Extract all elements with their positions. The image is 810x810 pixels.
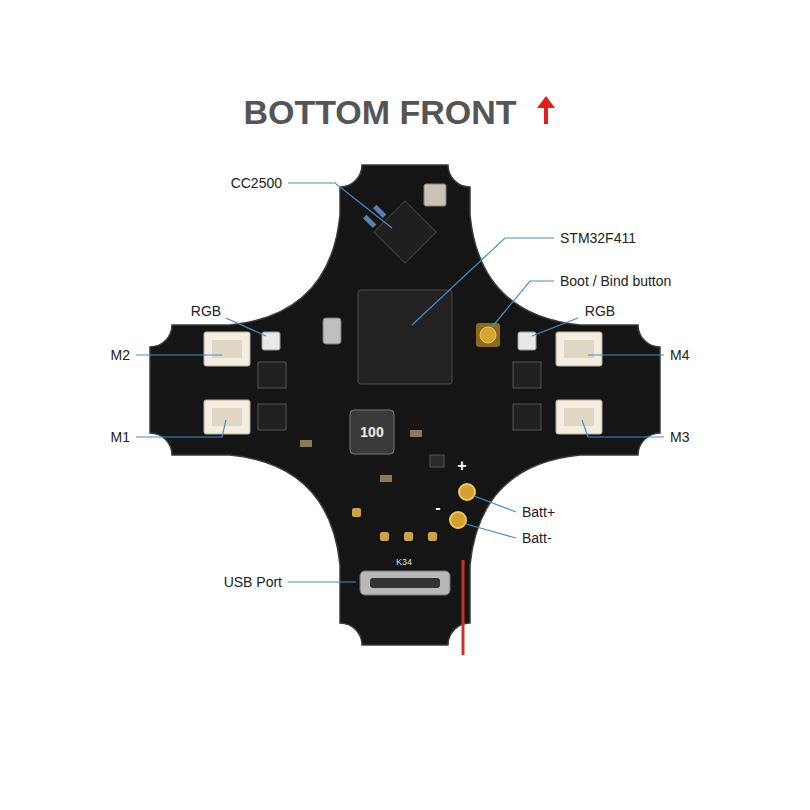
silkscreen-text: K34: [396, 557, 412, 567]
usb-slot: [370, 578, 440, 588]
leader-line: [288, 183, 392, 228]
polarity-mark: -: [435, 499, 440, 517]
part-label: STM32F411: [560, 230, 636, 246]
motor-label: M4: [670, 347, 689, 363]
part-label: RGB: [191, 303, 221, 319]
motor-label: M3: [670, 429, 689, 445]
leader-line: [136, 420, 226, 437]
smd-part: [363, 215, 376, 228]
usb-port: [360, 571, 450, 595]
cc2500-chip: [374, 201, 436, 263]
smd-part: [430, 455, 444, 467]
pad: [428, 532, 437, 541]
leader-line: [226, 318, 266, 336]
pad: [352, 508, 361, 517]
leader-line: [466, 524, 516, 538]
part-label: Boot / Bind button: [560, 273, 671, 289]
antenna-wire: [462, 560, 465, 655]
motor-connector: [204, 400, 250, 434]
motor-connector: [556, 400, 602, 434]
pad: [404, 532, 413, 541]
pad-label: Batt-: [522, 530, 552, 546]
diagram-title: BOTTOM FRONT: [243, 93, 516, 132]
motor-label: M1: [111, 429, 130, 445]
smd-part: [410, 430, 422, 437]
part-label: RGB: [585, 303, 615, 319]
batt-pad: [459, 484, 475, 500]
arrow-head: [537, 96, 555, 108]
batt-pad: [450, 512, 466, 528]
motor-connector: [204, 332, 250, 366]
connector-socket: [564, 408, 594, 426]
leader-line: [532, 318, 578, 336]
mosfet: [258, 404, 286, 430]
leader-line: [492, 281, 554, 327]
crystal: [424, 184, 446, 206]
front-arrow: [537, 96, 555, 124]
motor-label: M2: [111, 347, 130, 363]
leader-line: [588, 354, 664, 355]
leader-line: [474, 496, 516, 512]
boot-button-base: [476, 323, 500, 347]
leader-lines: [136, 183, 664, 582]
pcb-board: [150, 165, 660, 645]
component-marking: 100: [360, 424, 383, 440]
leader-line: [288, 581, 356, 582]
leader-line: [136, 354, 222, 355]
rgb-led: [518, 332, 536, 350]
motor-connector: [556, 332, 602, 366]
pad-label: Batt+: [522, 504, 555, 520]
connector-socket: [212, 408, 242, 426]
mcu-crystal: [323, 318, 341, 344]
part-label: USB Port: [224, 574, 282, 590]
leader-line: [582, 420, 664, 437]
rgb-led: [262, 332, 280, 350]
smd-part: [300, 440, 312, 447]
mosfet: [258, 362, 286, 388]
smd-part: [373, 205, 386, 218]
mosfet: [513, 362, 541, 388]
pad: [380, 532, 389, 541]
mosfet: [513, 404, 541, 430]
smd-part: [380, 475, 392, 482]
inductor: [350, 410, 394, 454]
mcu-chip: [358, 290, 452, 384]
boot-button: [480, 327, 496, 343]
part-label: CC2500: [231, 175, 282, 191]
polarity-mark: +: [457, 457, 466, 475]
